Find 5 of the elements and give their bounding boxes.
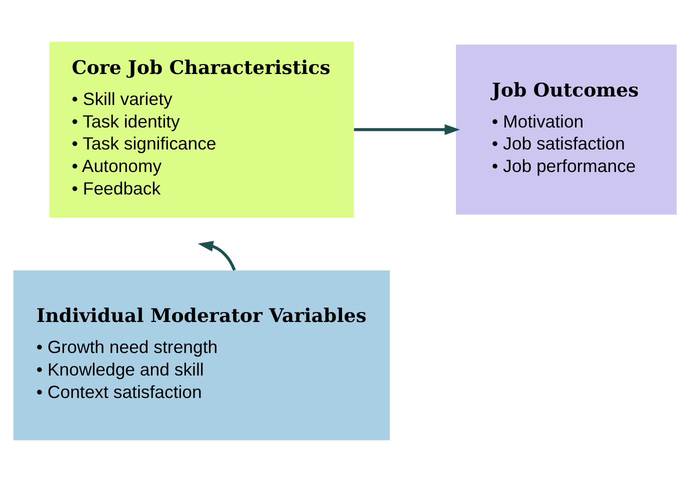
arrow [354, 124, 460, 136]
arrow [198, 240, 236, 271]
node-box: Individual Moderator Variables • Growth need strength • Knowledge and skill • Context satisfaction [13, 270, 390, 440]
node-box: Core Job Characteristics • Skill variety • Task identity • Task significance • Autonomy • Feedback [49, 42, 354, 218]
node-box: Job Outcomes • Motivation • Job satisfaction • Job performance [456, 44, 677, 215]
